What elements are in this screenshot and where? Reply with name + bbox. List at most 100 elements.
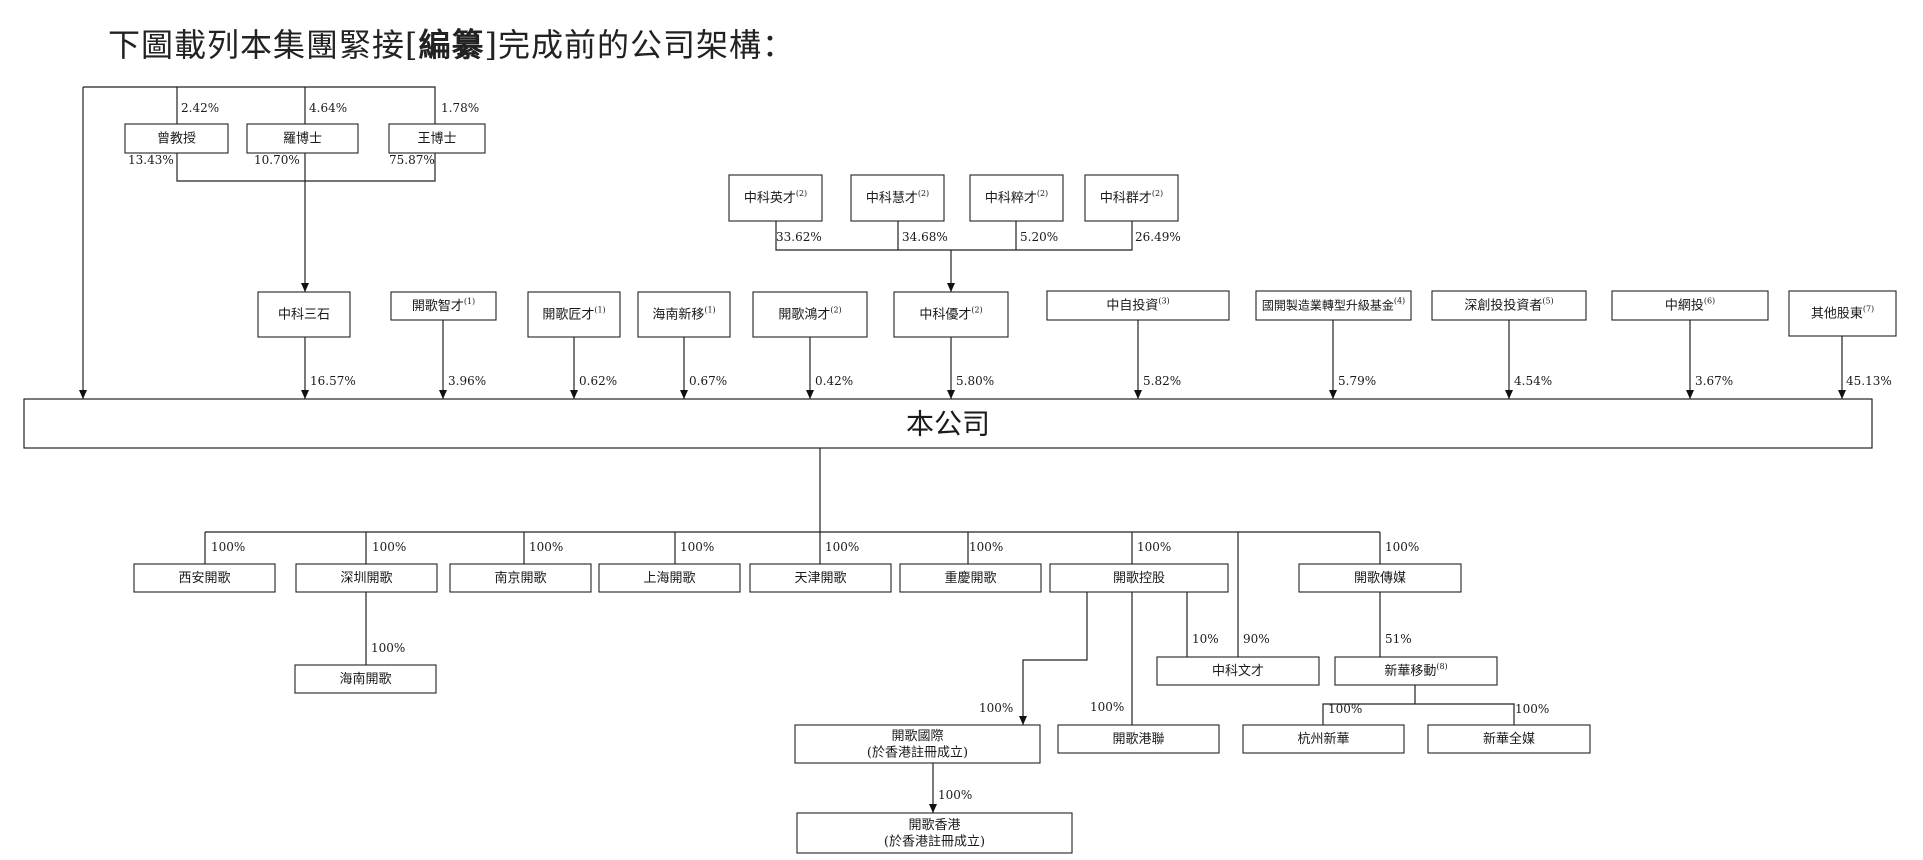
entity-label: 中科文才 xyxy=(1212,664,1264,679)
entity-box-frame xyxy=(850,174,945,222)
entity-name: 重慶開歌 xyxy=(944,570,996,586)
entity-zk-sanshi: 中科三石 xyxy=(257,291,351,338)
entity-box-frame xyxy=(257,291,351,338)
entity-label: 天津開歌 xyxy=(794,571,846,586)
ownership-percent: 45.13% xyxy=(1846,374,1892,388)
footnote-marker: (4) xyxy=(1394,296,1405,305)
entity-label: 開歌港聯 xyxy=(1112,732,1164,747)
entity-label: 開歌智才(1) xyxy=(412,297,475,314)
entity-label: 深創投投資者(5) xyxy=(1464,296,1553,313)
entity-box-frame xyxy=(390,291,497,321)
entity-box-frame xyxy=(752,291,868,338)
entity-zk-cuicai: 中科粹才(2) xyxy=(969,174,1064,222)
entity-name: 新華移動 xyxy=(1384,663,1436,679)
entity-name: 西安開歌 xyxy=(178,571,230,586)
entity-box-frame xyxy=(1788,290,1897,337)
entity-name: 開歌匠才 xyxy=(542,307,594,322)
entity-box-frame xyxy=(1427,724,1591,754)
entity-chongqing: 重慶開歌 xyxy=(899,563,1042,593)
ownership-percent: 5.80% xyxy=(956,374,994,388)
entity-dr-luo: 羅博士 xyxy=(246,123,359,154)
footnote-marker: (2) xyxy=(918,189,929,198)
entity-box-frame xyxy=(893,291,1009,338)
entity-name: 本公司 xyxy=(906,407,990,440)
ownership-percent: 100% xyxy=(680,540,714,554)
entity-label: 重慶開歌 xyxy=(944,570,996,586)
entity-label: 開歌鴻才(2) xyxy=(778,305,841,322)
entity-name: 開歌傳媒 xyxy=(1354,571,1406,586)
entity-kg-intl: 開歌國際(於香港註冊成立) xyxy=(794,724,1041,764)
footnote-marker: (2) xyxy=(971,305,982,314)
entity-box-frame xyxy=(1057,724,1220,754)
entity-label: 中科英才(2) xyxy=(744,189,807,206)
footnote-marker: (2) xyxy=(1037,189,1048,198)
entity-kg-zhicai: 開歌智才(1) xyxy=(390,291,497,321)
entity-name: 上海開歌 xyxy=(643,571,695,586)
entity-label: 本公司 xyxy=(906,407,990,440)
entity-name: 中科三石 xyxy=(278,307,330,322)
page-title: 下圖載列本集團緊接[編纂]完成前的公司架構： xyxy=(108,20,795,66)
entity-nanjing: 南京開歌 xyxy=(449,563,592,593)
entity-note: (於香港註冊成立) xyxy=(884,834,985,850)
entity-label: 海南新移(1) xyxy=(652,305,715,322)
ownership-percent: 5.20% xyxy=(1020,230,1058,244)
entity-label: 曾教授 xyxy=(157,130,196,146)
entity-tianjin: 天津開歌 xyxy=(749,563,892,593)
entity-box-frame xyxy=(449,563,592,593)
footnote-marker: (3) xyxy=(1158,296,1169,305)
entity-shenchuang: 深創投投資者(5) xyxy=(1431,290,1587,321)
entity-name: 開歌控股 xyxy=(1113,571,1165,586)
ownership-percent: 100% xyxy=(938,788,972,802)
entity-box-frame xyxy=(1046,290,1230,321)
entity-label: 開歌香港 xyxy=(908,818,960,833)
ownership-percent: 100% xyxy=(211,540,245,554)
entity-label: 開歌控股 xyxy=(1113,571,1165,586)
entity-label: 新華移動(8) xyxy=(1384,662,1447,679)
entity-box-frame xyxy=(1156,656,1320,686)
entity-box-frame xyxy=(124,123,229,154)
ownership-percent: 90% xyxy=(1243,632,1270,646)
ownership-percent: 2.42% xyxy=(181,101,219,115)
percentage-labels: 2.42%4.64%1.78%13.43%10.70%75.87%33.62%3… xyxy=(128,101,1892,802)
entity-box-frame xyxy=(388,123,486,154)
entity-box-frame xyxy=(899,563,1042,593)
entity-zhongzi: 中自投資(3) xyxy=(1046,290,1230,321)
title-bold: 編纂 xyxy=(418,26,485,64)
ownership-percent: 5.82% xyxy=(1143,374,1181,388)
entity-label: 王博士 xyxy=(417,131,456,146)
entity-name: 開歌香港 xyxy=(908,818,960,833)
entity-name: 中科慧才 xyxy=(866,190,918,206)
entity-kg-holding: 開歌控股 xyxy=(1049,563,1229,593)
entity-label: 中科三石 xyxy=(278,307,330,322)
entity-label: 開歌傳媒 xyxy=(1354,571,1406,586)
entity-xh-mobile: 新華移動(8) xyxy=(1334,656,1498,686)
entity-dr-wang: 王博士 xyxy=(388,123,486,154)
entity-label: 中科優才(2) xyxy=(919,305,982,322)
ownership-percent: 13.43% xyxy=(128,153,174,167)
entity-hz-xinhua: 杭州新華 xyxy=(1242,724,1405,754)
entity-box-frame xyxy=(133,563,276,593)
entity-name: 其他股東 xyxy=(1811,305,1863,321)
entity-label: 中網投(6) xyxy=(1665,296,1715,313)
entity-kg-media: 開歌傳媒 xyxy=(1298,563,1462,593)
entity-hn-xinyi: 海南新移(1) xyxy=(637,291,731,338)
entity-name: 新華全媒 xyxy=(1483,731,1535,747)
entity-box-frame xyxy=(969,174,1064,222)
ownership-percent: 0.42% xyxy=(815,374,853,388)
entity-shanghai: 上海開歌 xyxy=(598,563,741,593)
entity-others: 其他股東(7) xyxy=(1788,290,1897,337)
entity-xian: 西安開歌 xyxy=(133,563,276,593)
footnote-marker: (7) xyxy=(1863,304,1874,313)
entity-note: (於香港註冊成立) xyxy=(867,745,968,761)
entity-name: 開歌港聯 xyxy=(1112,732,1164,747)
title-suffix: ]完成前的公司架構： xyxy=(484,26,796,64)
entity-box-frame xyxy=(295,563,438,593)
ownership-percent: 100% xyxy=(1137,540,1171,554)
entity-name: 開歌鴻才 xyxy=(778,307,830,322)
ownership-percent: 100% xyxy=(1090,700,1124,714)
ownership-percent: 100% xyxy=(979,701,1013,715)
footnote-marker: (1) xyxy=(704,305,715,314)
entity-label: 新華全媒 xyxy=(1483,731,1535,747)
entity-label: 海南開歌 xyxy=(339,671,391,687)
